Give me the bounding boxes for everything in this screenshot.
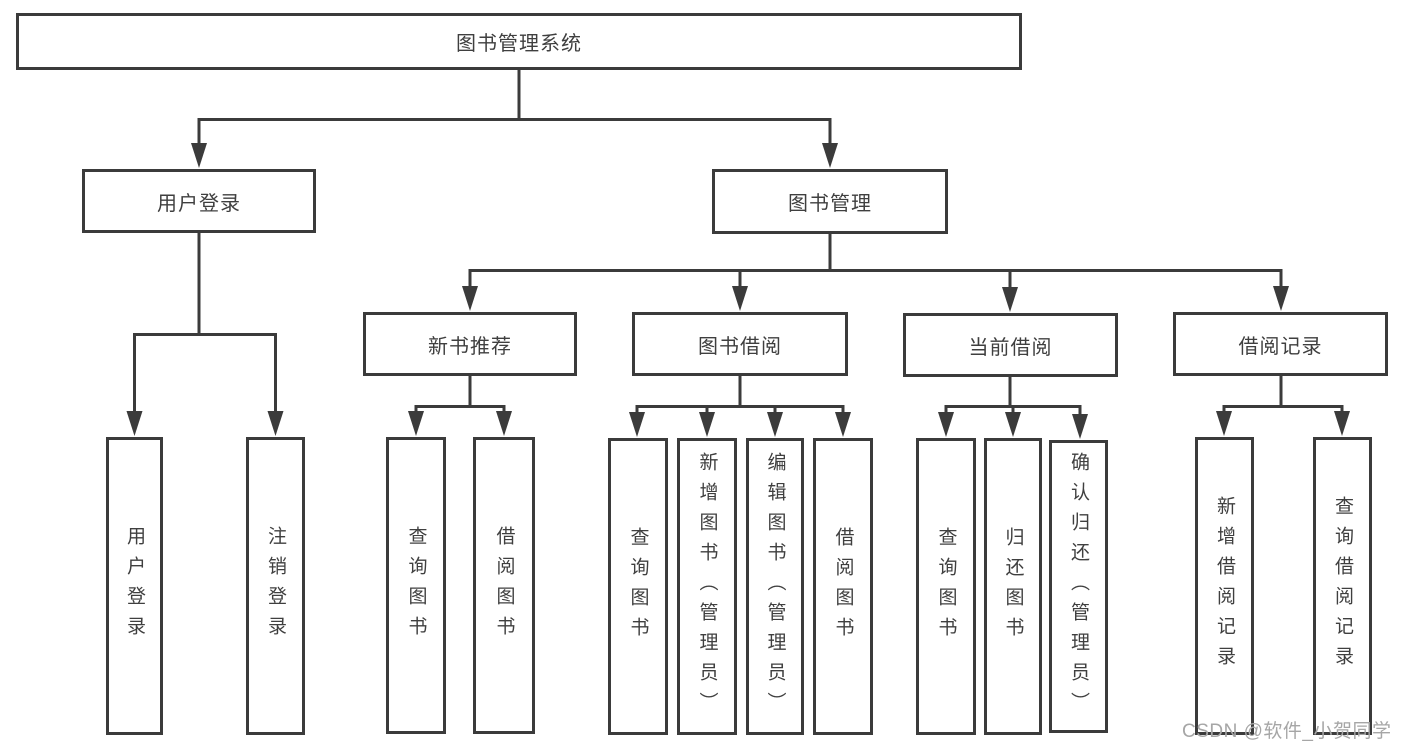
- node-book-borrowing: 图书借阅: [632, 312, 848, 376]
- node-new-book-recommend: 新书推荐: [363, 312, 577, 376]
- leaf-borrow-books: 借阅图书: [813, 438, 873, 735]
- node-current-borrowing: 当前借阅: [903, 313, 1118, 377]
- leaf-return-books: 归还图书: [984, 438, 1042, 735]
- node-borrowing-records: 借阅记录: [1173, 312, 1388, 376]
- leaf-borrow-books-recommend: 借阅图书: [473, 437, 535, 734]
- leaf-add-borrow-record: 新增借阅记录: [1195, 437, 1254, 735]
- arrowheads: [126, 143, 1350, 439]
- node-user-login: 用户登录: [82, 169, 316, 233]
- leaf-logout: 注销登录: [246, 437, 305, 735]
- node-library-management-system: 图书管理系统: [16, 13, 1022, 70]
- csdn-watermark: CSDN @软件_小贺同学: [1182, 721, 1392, 742]
- leaf-query-books-current: 查询图书: [916, 438, 976, 735]
- leaf-edit-books-admin: 编辑图书（管理员）: [746, 438, 804, 735]
- node-book-management: 图书管理: [712, 169, 948, 234]
- leaf-add-books-admin: 新增图书（管理员）: [677, 438, 737, 735]
- leaf-query-books-recommend: 查询图书: [386, 437, 446, 734]
- leaf-query-books-borrowing: 查询图书: [608, 438, 668, 735]
- leaf-query-borrow-record: 查询借阅记录: [1313, 437, 1372, 735]
- leaf-confirm-return-admin: 确认归还（管理员）: [1049, 440, 1108, 733]
- leaf-user-login: 用户登录: [106, 437, 163, 735]
